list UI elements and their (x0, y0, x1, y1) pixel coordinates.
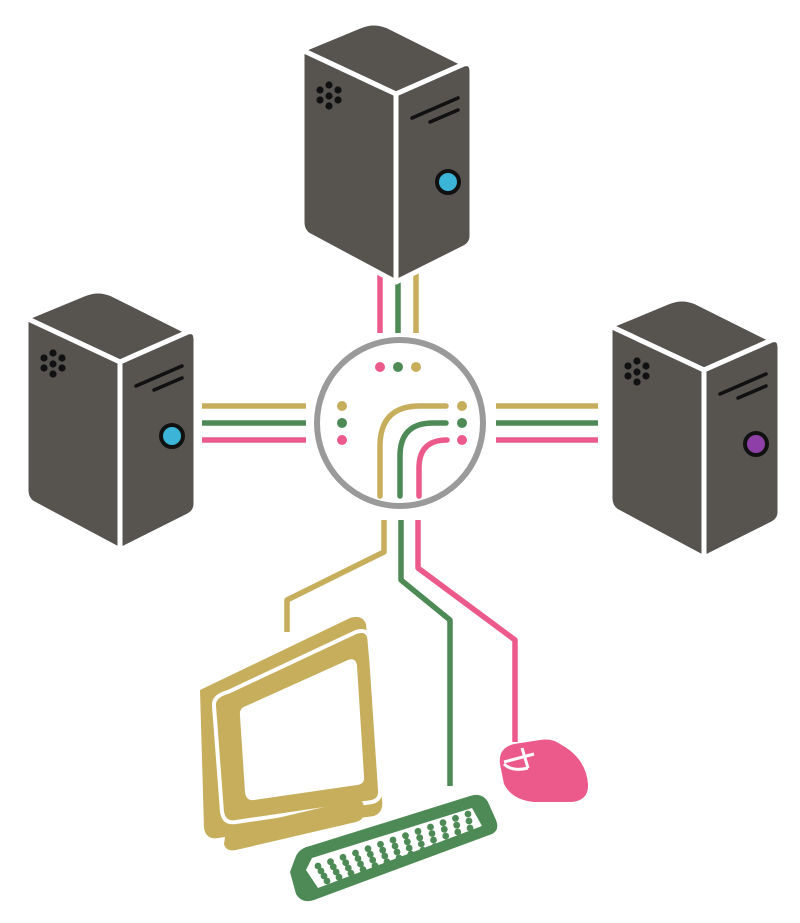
keyboard-key (366, 850, 374, 858)
keyboard-key (405, 844, 413, 852)
keyboard-key (442, 832, 450, 840)
keyboard-key (320, 872, 328, 880)
keyboard-key (407, 850, 415, 858)
keyboard-key (417, 840, 425, 848)
keyboard-key (379, 846, 387, 854)
keyboard-key (465, 817, 473, 825)
keyboard-key (416, 834, 424, 842)
keyboard-key (453, 821, 461, 829)
keyboard-key (369, 856, 377, 864)
keyboard-key (327, 858, 334, 866)
keyboard-key (344, 864, 352, 872)
keyboard-key (430, 836, 437, 844)
keyboard-key (395, 854, 403, 862)
keyboard-key (371, 862, 379, 870)
keyboard-key (431, 843, 439, 850)
keyboard-key (428, 830, 436, 837)
keyboard-key (427, 823, 434, 831)
keyboard-key (354, 855, 362, 862)
keyboard-key (443, 839, 451, 847)
keyboard-key (440, 825, 448, 833)
keyboard-key (357, 860, 364, 868)
keyboard-key (455, 835, 463, 843)
keyboard-key (381, 852, 389, 860)
kvm-switch-icon (314, 337, 486, 509)
keyboard-key (359, 866, 367, 873)
keyboard-key (389, 836, 397, 844)
keyboard-key (377, 840, 384, 848)
keyboard-key (454, 828, 462, 836)
keyboard-key (314, 862, 322, 870)
computer-right-icon (610, 299, 780, 558)
keyboard-key (329, 863, 337, 871)
mouse-icon (499, 739, 589, 802)
keyboard-icon (290, 794, 498, 902)
keyboard-key (323, 877, 331, 885)
keyboard-key (402, 832, 409, 840)
keyboard-key (383, 858, 391, 866)
keyboard-key (339, 853, 347, 861)
keyboard-key (466, 824, 474, 832)
computer-left-icon (26, 291, 196, 550)
cables-right-computer (496, 403, 598, 443)
keyboard-key (464, 810, 472, 818)
keyboard-key (391, 842, 399, 850)
keyboard-key (332, 868, 340, 876)
keyboard-key (452, 814, 459, 822)
keyboard-key (347, 869, 355, 877)
cables-peripherals (284, 520, 518, 786)
keyboard-key (364, 845, 372, 853)
keyboard-key (335, 873, 343, 881)
keyboard-key (352, 849, 359, 857)
keyboard-key (342, 859, 350, 867)
keyboard-key (467, 831, 475, 839)
keyboard-key (414, 827, 422, 835)
keyboard-key (419, 846, 427, 854)
keyboard-key (403, 838, 411, 846)
computer-top-icon (302, 23, 472, 282)
keyboard-key (393, 848, 401, 856)
cables-left-computer (202, 403, 306, 443)
keyboard-key (317, 867, 325, 875)
keyboard-key (439, 819, 447, 827)
monitor-icon (200, 616, 383, 851)
